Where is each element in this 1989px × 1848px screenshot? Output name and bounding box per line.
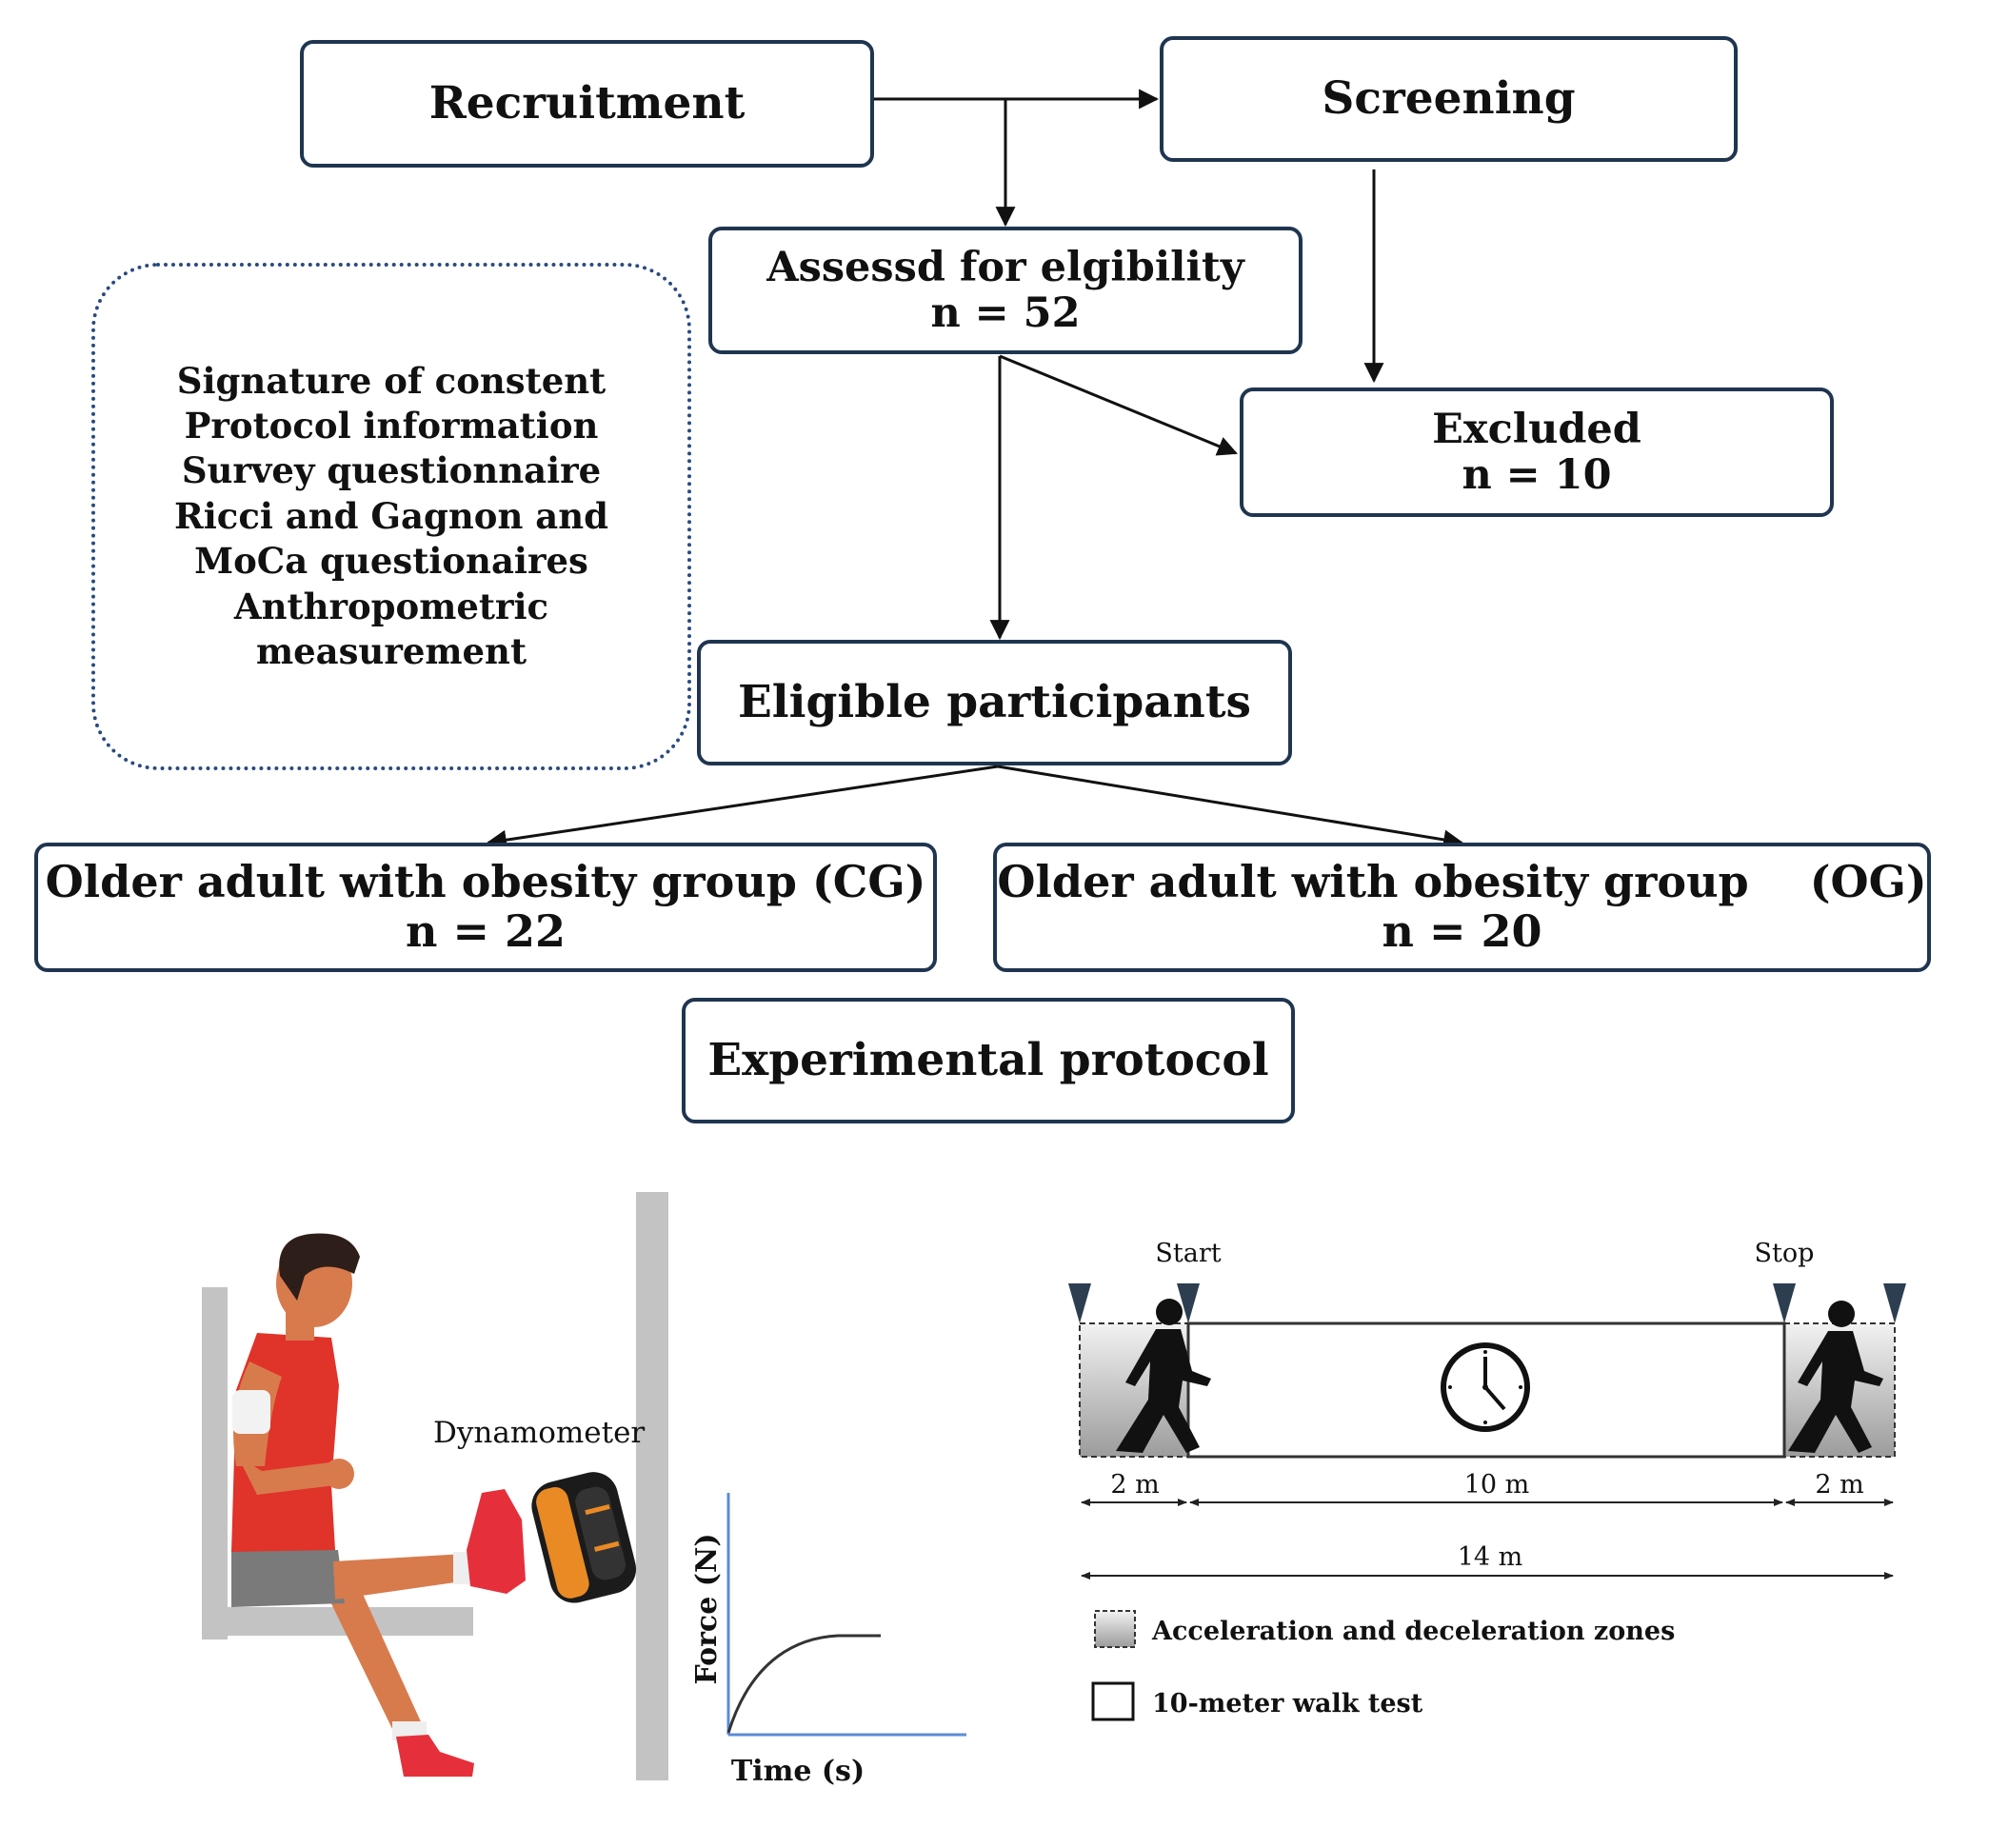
- group-cg-box: Older adult with obesity group (CG) n = …: [34, 843, 937, 972]
- screening-label: Screening: [1322, 71, 1576, 125]
- hair: [279, 1233, 360, 1301]
- legend-walk-label: 10-meter walk test: [1152, 1689, 1423, 1719]
- dim-mid-label: 10 m: [1464, 1470, 1530, 1500]
- excluded-title: Excluded: [1432, 405, 1641, 453]
- fist: [324, 1459, 354, 1489]
- rear-shoe: [396, 1735, 474, 1777]
- experimental-box: Experimental protocol: [682, 998, 1295, 1123]
- walker-start-icon: [1116, 1299, 1211, 1453]
- procedure-item: measurement: [255, 629, 527, 672]
- group-cg-title: Older adult with obesity group (CG): [45, 856, 926, 908]
- cone-stop: [1773, 1283, 1796, 1323]
- legend-accel-swatch: [1094, 1610, 1136, 1648]
- cone-left-outer: [1068, 1283, 1091, 1323]
- group-og-count: n = 20: [1382, 905, 1542, 957]
- chair-back: [202, 1287, 228, 1639]
- assessed-box: Assessd for elgibility n = 52: [708, 227, 1303, 354]
- flow-arrows: [486, 89, 1464, 850]
- excluded-count: n = 10: [1462, 451, 1612, 499]
- arrow-assessed-to-excluded: [999, 354, 1238, 456]
- procedure-item: Protocol information: [184, 405, 599, 447]
- cone-start: [1177, 1283, 1200, 1323]
- wall-frame: [636, 1192, 668, 1780]
- arrow-eligible-to-cg: [486, 765, 999, 850]
- excluded-box: Excluded n = 10: [1240, 387, 1834, 517]
- clock-icon: [1441, 1342, 1530, 1432]
- group-og-box: Older adult with obesity group (OG) n = …: [993, 843, 1931, 972]
- screening-box: Screening: [1160, 36, 1738, 162]
- eligible-box: Eligible participants: [697, 640, 1292, 765]
- dynamometer-device: [531, 1472, 637, 1603]
- dim-total-label: 14 m: [1458, 1542, 1523, 1572]
- eligible-label: Eligible participants: [737, 675, 1251, 728]
- assessed-count: n = 52: [930, 289, 1081, 337]
- dim-left-label: 2 m: [1110, 1470, 1159, 1500]
- dim-right-label: 2 m: [1815, 1470, 1863, 1500]
- procedure-item: Ricci and Gagnon and: [174, 494, 608, 537]
- assessed-title: Assessd for elgibility: [766, 243, 1244, 291]
- start-label: Start: [1155, 1239, 1221, 1268]
- procedures-box: Signature of constent Protocol informati…: [91, 263, 691, 770]
- cone-right-outer: [1883, 1283, 1906, 1323]
- rear-leg: [324, 1588, 424, 1735]
- front-shoe: [467, 1489, 526, 1594]
- group-og-title: Older adult with obesity group (OG): [997, 856, 1927, 908]
- procedure-item: MoCa questionaires: [194, 540, 588, 583]
- procedure-item: Signature of constent: [176, 359, 607, 402]
- front-sock: [453, 1552, 470, 1584]
- legend-walk-swatch: [1091, 1681, 1135, 1721]
- recruitment-box: Recruitment: [300, 40, 874, 168]
- svg-labels: Dynamometer Force (N) Time (s) Start Sto…: [433, 1239, 1864, 1788]
- forearm: [238, 1457, 338, 1495]
- extended-leg: [333, 1554, 468, 1600]
- force-curve: [726, 1634, 881, 1734]
- group-cg-count: n = 22: [405, 905, 567, 957]
- stop-label: Stop: [1755, 1239, 1815, 1268]
- walk-test-illustration: [1068, 1283, 1906, 1721]
- arrow-eligible-to-og: [997, 765, 1464, 850]
- armband: [232, 1390, 270, 1434]
- walker-stop-icon: [1788, 1301, 1883, 1453]
- recruitment-label: Recruitment: [428, 76, 746, 129]
- shorts: [231, 1550, 345, 1607]
- dynamometer-label: Dynamometer: [433, 1416, 645, 1450]
- experimental-label: Experimental protocol: [707, 1033, 1269, 1086]
- time-axis-label: Time (s): [731, 1755, 865, 1788]
- legend-accel-label: Acceleration and deceleration zones: [1151, 1617, 1675, 1646]
- force-axis-label: Force (N): [690, 1533, 724, 1684]
- procedure-item: Survey questionnaire: [181, 449, 602, 492]
- dynamometer-illustration: [202, 1192, 966, 1780]
- procedure-item: Anthropometric: [233, 585, 549, 627]
